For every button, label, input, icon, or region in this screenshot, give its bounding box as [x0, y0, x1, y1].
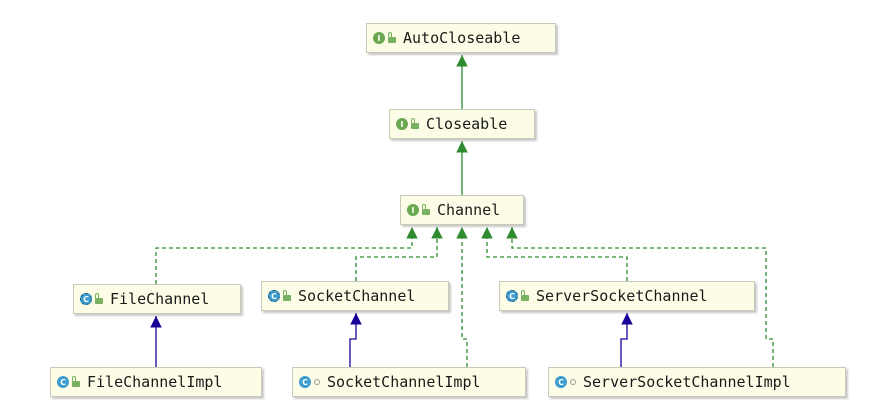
node-autocloseable[interactable]: I AutoCloseable: [366, 23, 556, 53]
edge-socketchannel-to-channel: [355, 227, 443, 281]
class-icon: C: [555, 376, 567, 388]
node-label: FileChannelImpl: [87, 373, 223, 391]
node-serversocketchannel[interactable]: C ServerSocketChannel: [499, 281, 755, 311]
node-filechannel[interactable]: C FileChannel: [73, 284, 241, 314]
node-filechannelimpl[interactable]: C FileChannelImpl: [50, 367, 262, 397]
package-private-icon: [314, 379, 320, 385]
abstract-class-icon: C: [80, 293, 92, 305]
public-lock-icon: [283, 289, 291, 301]
class-icon: C: [299, 376, 311, 388]
public-lock-icon: [521, 289, 529, 301]
abstract-class-icon: C: [506, 290, 518, 302]
node-label: SocketChannelImpl: [327, 373, 481, 391]
interface-icon: I: [396, 118, 408, 130]
public-lock-icon: [95, 292, 103, 304]
edge-serversocketchannel-to-channel: [481, 227, 628, 281]
edge-filechannel-to-channel: [155, 227, 418, 284]
interface-icon: I: [407, 204, 419, 216]
edge-socketchannelimpl-to-socketchannel: [349, 313, 362, 367]
node-label: ServerSocketChannelImpl: [583, 373, 791, 391]
abstract-class-icon: C: [268, 290, 280, 302]
package-private-icon: [570, 379, 576, 385]
node-label: FileChannel: [110, 290, 210, 308]
node-label: SocketChannel: [298, 287, 416, 305]
interface-icon: I: [373, 32, 385, 44]
public-lock-icon: [411, 117, 419, 129]
node-socketchannel[interactable]: C SocketChannel: [261, 281, 449, 311]
node-channel[interactable]: I Channel: [400, 195, 524, 225]
public-lock-icon: [388, 31, 396, 43]
node-label: Channel: [437, 201, 501, 219]
public-lock-icon: [422, 203, 430, 215]
edge-serversocketchannelimpl-to-serversocketchannel: [620, 313, 633, 367]
public-lock-icon: [72, 375, 80, 387]
edge-socketchannelimpl-to-channel: [456, 227, 468, 367]
edge-serversocketchannelimpl-to-channel: [506, 227, 774, 367]
node-closeable[interactable]: I Closeable: [389, 109, 535, 139]
node-label: Closeable: [426, 115, 508, 133]
node-socketchannelimpl[interactable]: C SocketChannelImpl: [292, 367, 526, 397]
node-serversocketchannelimpl[interactable]: C ServerSocketChannelImpl: [548, 367, 846, 397]
node-label: AutoCloseable: [403, 29, 521, 47]
node-label: ServerSocketChannel: [536, 287, 708, 305]
class-icon: C: [57, 376, 69, 388]
